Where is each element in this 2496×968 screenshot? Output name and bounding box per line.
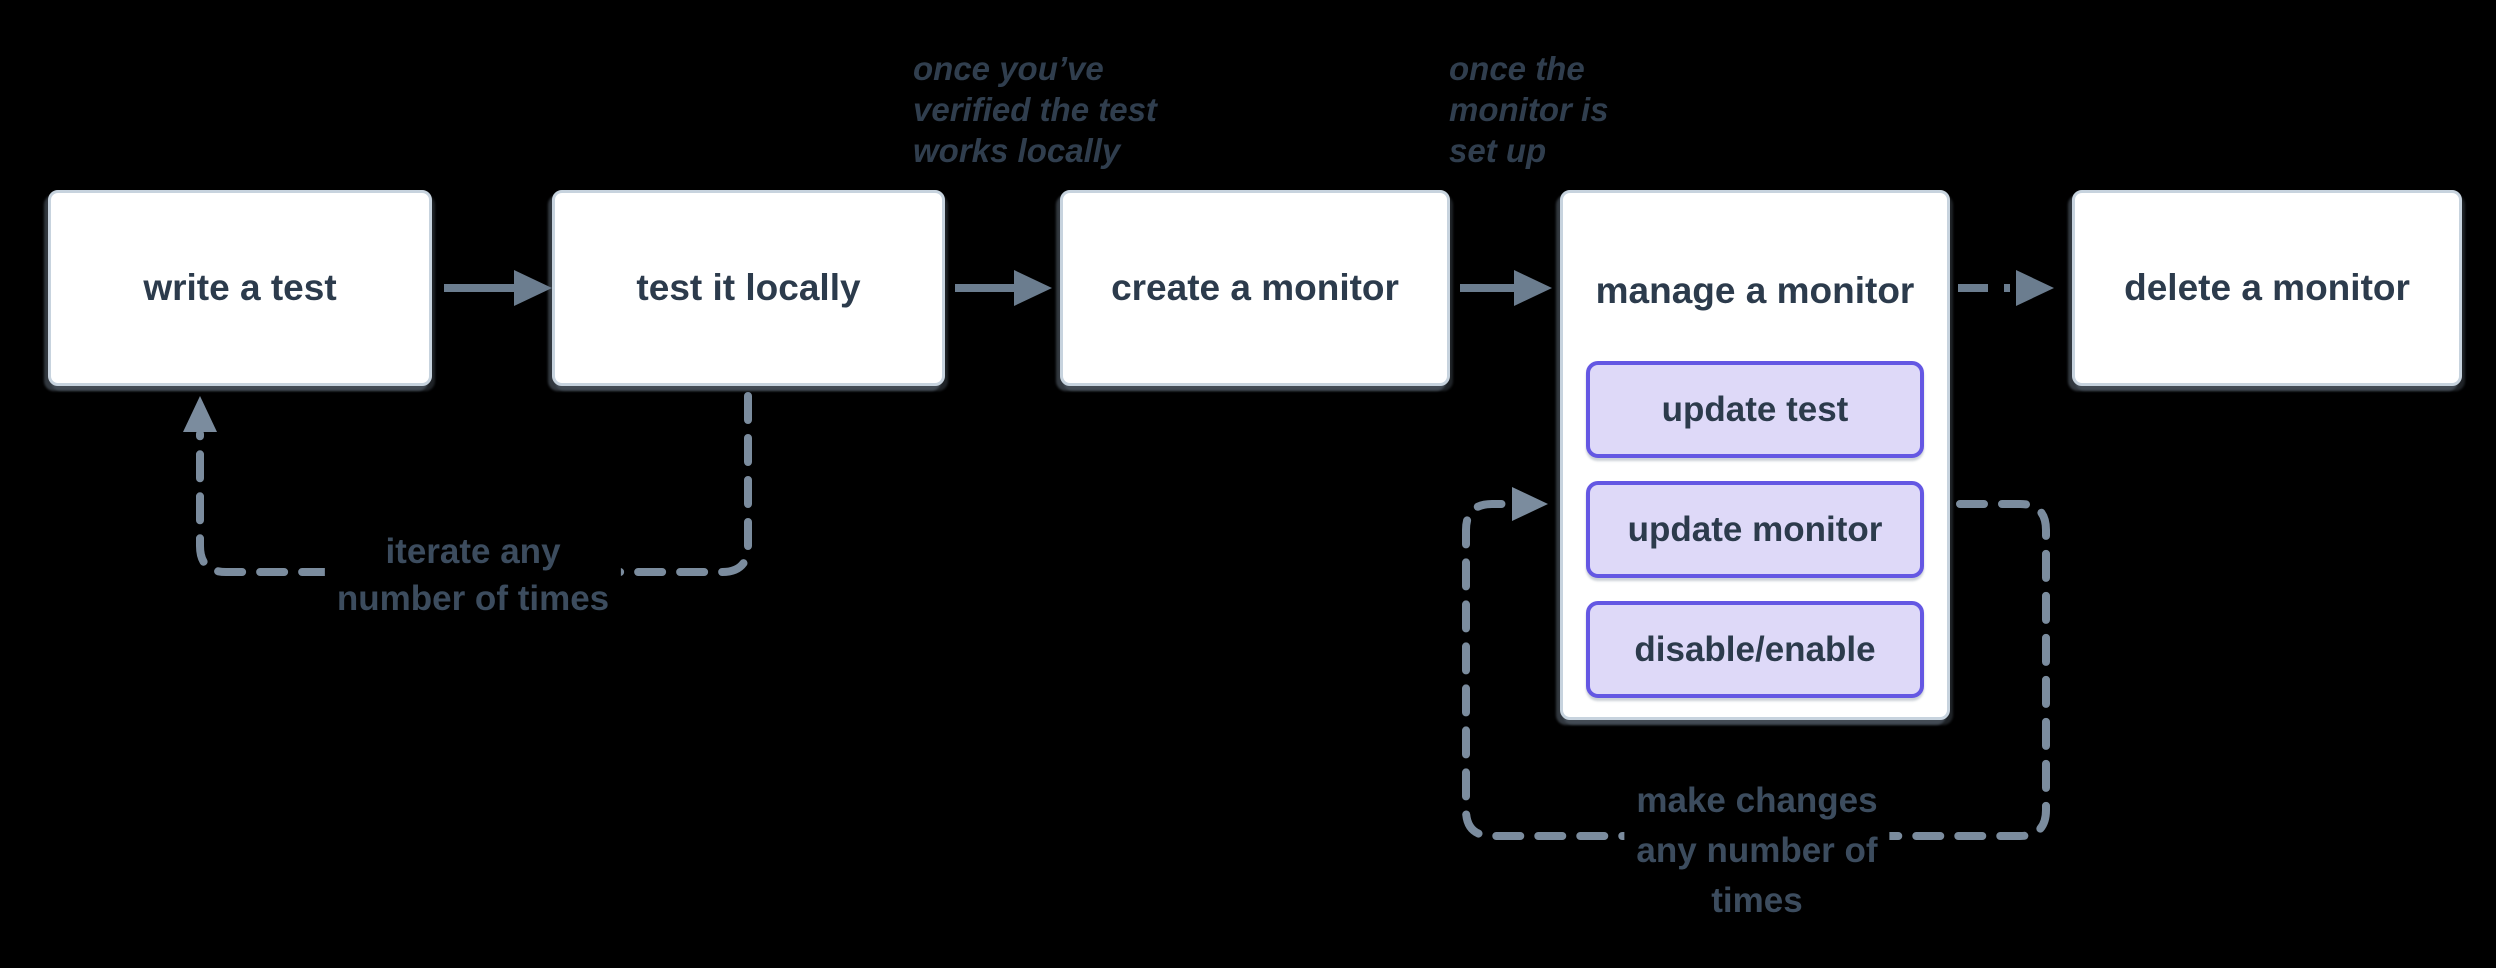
action-label-update-monitor: update monitor bbox=[1627, 509, 1883, 549]
loop-label-line: number of times bbox=[336, 579, 610, 618]
node-label-test-locally: test it locally bbox=[636, 267, 861, 308]
node-label-create-monitor: create a monitor bbox=[1111, 267, 1399, 308]
loop-label-line: iterate any bbox=[385, 532, 561, 571]
flow-node-test-locally: test it locally bbox=[552, 190, 945, 386]
manage-actions-group: update test update monitor disable/enabl… bbox=[1586, 361, 1924, 721]
annotation-line: works locally bbox=[913, 132, 1121, 169]
loop-label-line: any number of bbox=[1636, 831, 1878, 870]
loop-label-make-changes: make changes any number of times bbox=[1624, 776, 1890, 926]
loop-label-line: make changes bbox=[1636, 781, 1878, 820]
node-label-manage-monitor: manage a monitor bbox=[1595, 270, 1915, 311]
action-label-update-test: update test bbox=[1661, 389, 1849, 429]
annotation-line: once the bbox=[1449, 50, 1585, 87]
arrow-write-to-test-icon bbox=[444, 270, 552, 306]
arrow-create-to-manage-icon bbox=[1460, 270, 1552, 306]
action-disable-enable: disable/enable bbox=[1586, 601, 1924, 698]
action-label-disable-enable: disable/enable bbox=[1634, 629, 1876, 669]
action-update-monitor: update monitor bbox=[1586, 481, 1924, 578]
annotation-line: monitor is bbox=[1449, 91, 1609, 128]
loop-label-line: times bbox=[1711, 881, 1803, 920]
flow-node-delete-monitor: delete a monitor bbox=[2072, 190, 2462, 386]
node-label-delete-monitor: delete a monitor bbox=[2124, 267, 2410, 308]
annotation-line: verified the test bbox=[913, 91, 1157, 128]
annotation-once-verified: once you’ve verified the test works loca… bbox=[913, 48, 1157, 171]
annotation-line: once you’ve bbox=[913, 50, 1104, 87]
annotation-line: set up bbox=[1449, 132, 1547, 169]
loop-label-iterate: iterate any number of times bbox=[324, 528, 622, 622]
flow-node-manage-monitor: manage a monitor update test update moni… bbox=[1560, 190, 1950, 720]
flow-node-write-test: write a test bbox=[48, 190, 432, 386]
action-update-test: update test bbox=[1586, 361, 1924, 458]
flow-node-create-monitor: create a monitor bbox=[1060, 190, 1450, 386]
node-label-write-test: write a test bbox=[143, 267, 337, 308]
arrow-test-to-create-icon bbox=[955, 270, 1052, 306]
arrow-manage-to-delete-icon bbox=[1958, 270, 2054, 306]
annotation-once-set-up: once the monitor is set up bbox=[1449, 48, 1609, 171]
